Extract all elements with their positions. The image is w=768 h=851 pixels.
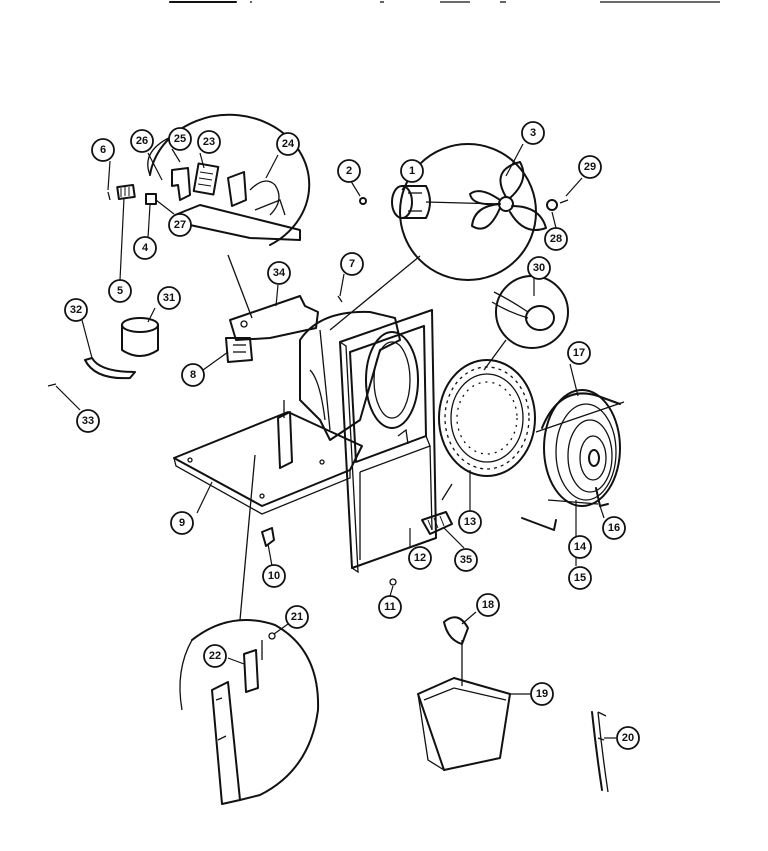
callout-10: 10 [262, 564, 286, 588]
callout-25: 25 [168, 127, 192, 151]
callout-17: 17 [567, 341, 591, 365]
callout-3: 3 [521, 121, 545, 145]
callout-23: 23 [197, 130, 221, 154]
callout-2: 2 [337, 159, 361, 183]
callout-34: 34 [267, 261, 291, 285]
callout-1: 1 [400, 159, 424, 183]
callout-label: 32 [70, 304, 82, 316]
callout-28: 28 [544, 227, 568, 251]
capacitor-group [47, 317, 159, 387]
callout-label: 14 [574, 541, 587, 553]
callout-label: 5 [117, 285, 123, 297]
callout-label: 11 [384, 601, 396, 613]
callout-label: 9 [179, 517, 185, 529]
callout-8: 8 [181, 363, 205, 387]
callout-18: 18 [476, 593, 500, 617]
callout-15: 15 [568, 566, 592, 590]
blower-housing [225, 295, 437, 586]
callout-35: 35 [454, 548, 478, 572]
callout-30: 30 [527, 256, 551, 280]
bracket-detail [179, 619, 320, 805]
callout-label: 26 [136, 135, 148, 147]
callout-label: 13 [464, 516, 476, 528]
callouts: 1 2 3 4 5 6 7 8 9 10 11 12 13 14 15 16 1… [64, 121, 640, 750]
leader-lines [55, 143, 616, 739]
callout-label: 16 [608, 522, 620, 534]
callout-label: 6 [100, 144, 106, 156]
callout-label: 18 [482, 599, 494, 611]
callout-11: 11 [378, 595, 402, 619]
callout-label: 35 [460, 554, 472, 566]
callout-13: 13 [458, 510, 482, 534]
callout-29: 29 [578, 155, 602, 179]
base-plate [173, 400, 363, 621]
heating-coil [421, 359, 536, 535]
callout-label: 33 [82, 415, 94, 427]
callout-33: 33 [76, 409, 100, 433]
callout-19: 19 [530, 682, 554, 706]
callout-6: 6 [91, 138, 115, 162]
callout-label: 1 [409, 165, 415, 177]
callout-label: 27 [174, 219, 186, 231]
callout-label: 10 [268, 570, 280, 582]
fan-guard [521, 389, 625, 531]
callout-32: 32 [64, 298, 88, 322]
callout-14: 14 [568, 535, 592, 559]
thermostat-detail [483, 275, 569, 371]
drip-tray [417, 616, 511, 771]
callout-4: 4 [133, 236, 157, 260]
callout-9: 9 [170, 511, 194, 535]
callout-31: 31 [157, 286, 181, 310]
callout-16: 16 [602, 516, 626, 540]
callout-label: 25 [174, 133, 186, 145]
callout-label: 23 [203, 136, 215, 148]
callout-label: 28 [550, 233, 562, 245]
callout-label: 7 [349, 258, 355, 270]
callout-label: 21 [291, 611, 303, 623]
callout-22: 22 [203, 644, 227, 668]
fan-motor-detail [329, 143, 569, 331]
callout-label: 12 [414, 552, 426, 564]
callout-label: 20 [622, 732, 634, 744]
callout-label: 15 [574, 572, 586, 584]
callout-label: 22 [209, 650, 221, 662]
callout-label: 19 [536, 688, 548, 700]
callout-26: 26 [130, 129, 154, 153]
callout-7: 7 [340, 252, 364, 276]
callout-20: 20 [616, 726, 640, 750]
callout-21: 21 [285, 605, 309, 629]
callout-label: 31 [163, 292, 175, 304]
wire-strip [591, 711, 609, 793]
callout-label: 2 [346, 165, 352, 177]
callout-label: 30 [533, 262, 545, 274]
callout-label: 34 [273, 267, 286, 279]
callout-label: 4 [142, 242, 149, 254]
callout-label: 24 [282, 138, 295, 150]
callout-label: 8 [190, 369, 196, 381]
callout-label: 3 [530, 127, 536, 139]
callout-24: 24 [276, 132, 300, 156]
callout-label: 17 [573, 347, 585, 359]
callout-27: 27 [168, 213, 192, 237]
callout-12: 12 [408, 546, 432, 570]
callout-label: 29 [584, 161, 596, 173]
callout-5: 5 [108, 279, 132, 303]
